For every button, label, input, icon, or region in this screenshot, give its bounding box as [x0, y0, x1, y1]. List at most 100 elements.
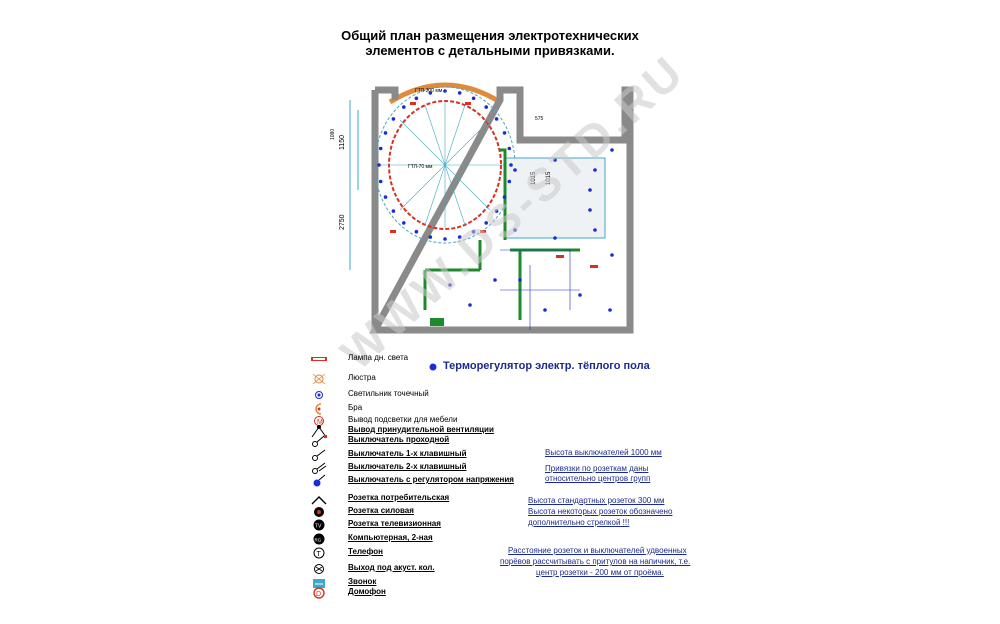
legend-label: Вывод принудительной вентиляции [348, 425, 494, 434]
wiring [500, 249, 580, 330]
spotlight [414, 229, 419, 234]
legend-label: Бра [348, 403, 363, 412]
pass-switch-icon [312, 435, 327, 447]
dim-label: 2750 [339, 214, 346, 230]
spotlight [471, 96, 476, 101]
fluorescent-lamp-icon [311, 357, 327, 361]
spotlight [428, 91, 433, 95]
floor-plan: 1150 2750 ГТЛ-70 мм ГТЛ-300 мм 1015 1015… [330, 82, 634, 334]
spotlight [509, 163, 513, 167]
spotlight [513, 168, 517, 172]
dim-label: 1015 [531, 171, 537, 185]
spotlight [493, 278, 497, 282]
spotlight [471, 229, 476, 234]
spotlight [543, 308, 547, 312]
dimmer-switch-icon [313, 474, 326, 487]
spotlight [593, 168, 597, 172]
spotlight [378, 146, 383, 151]
spotlight [402, 221, 406, 225]
spotlight [457, 91, 462, 95]
legend-label: Звонок [348, 577, 377, 586]
spotlight [484, 221, 488, 225]
note-distance-1: Расстояние розеток и выключателей удвоен… [508, 546, 687, 555]
thermo-icon [429, 363, 437, 371]
spotlight [402, 105, 406, 109]
phone-socket-icon: T [313, 547, 325, 559]
switch-1-icon [312, 449, 326, 461]
legend-label: Выключатель с регулятором напряжения [348, 475, 514, 484]
legend-label: Телефон [348, 547, 383, 556]
spotlight [610, 253, 614, 257]
svg-text:М: М [317, 419, 323, 426]
ceiling-label-top: ГТЛ-300 мм [415, 88, 443, 94]
intercom-icon: D [313, 587, 325, 599]
bell-icon [313, 579, 325, 588]
dim-label: 575 [535, 116, 544, 122]
spotlight [588, 208, 592, 212]
spotlight [507, 146, 512, 151]
spotlight [553, 158, 557, 162]
legend-label: Розетка силовая [348, 506, 414, 515]
spotlight [518, 278, 522, 282]
switch-2-icon [312, 462, 327, 474]
spotlight [507, 179, 512, 184]
spotlight [494, 117, 499, 121]
legend-label: Светильник точечный [348, 389, 429, 398]
note-socket-height-1: Высота стандартных розеток 300 мм [528, 496, 665, 505]
spotlight [610, 148, 614, 152]
ventilation-icon [311, 425, 327, 438]
note-sockets-ref-2: относительно центров групп [545, 474, 651, 483]
spotlight [608, 308, 612, 312]
legend-label: Розетка телевизионная [348, 519, 441, 528]
title-line-1: Общий план размещения электротехнических [341, 28, 639, 43]
spotlight [484, 105, 488, 109]
legend-label: Лампа дн. света [348, 353, 409, 362]
arc-wall [388, 82, 502, 105]
note-distance-3: центр розетки - 200 мм от проёма. [536, 568, 664, 577]
spotlight [553, 236, 557, 240]
spotlight [414, 96, 419, 101]
thermo-label: Терморегулятор электр. тёплого пола [443, 360, 650, 372]
red-markers [390, 102, 598, 268]
spotlight [593, 228, 597, 232]
dim-label: 1080 [330, 129, 336, 140]
spotlight-icon [315, 391, 323, 399]
chandelier-icon [312, 373, 326, 385]
spotlight [428, 235, 433, 239]
computer-socket-icon: RG [313, 533, 325, 545]
dim-label: 1150 [339, 135, 346, 150]
title-line-2: элементов с детальными привязками. [365, 43, 615, 58]
legend-label: Выключатель проходной [348, 435, 450, 444]
spotlight [443, 237, 447, 241]
spotlight [578, 293, 582, 297]
spotlight [468, 303, 472, 307]
spotlight-group [377, 89, 614, 312]
svg-text:TV: TV [315, 524, 322, 530]
outer-wall [369, 86, 634, 334]
spotlight [378, 179, 383, 184]
legend-label: Люстра [348, 373, 376, 382]
svg-text:D: D [316, 591, 321, 598]
wall-lamp-icon [315, 403, 322, 415]
spotlight [383, 131, 388, 135]
spotlight [391, 117, 396, 121]
tv-socket-icon: TV [313, 519, 325, 531]
spotlight [502, 131, 507, 135]
door-mark [430, 318, 444, 326]
spotlight [391, 209, 396, 213]
ceiling-label: ГТЛ-70 мм [408, 164, 433, 170]
svg-text:T: T [317, 551, 322, 558]
note-socket-height-3: дополнительно стрелкой !!! [528, 518, 630, 527]
legend-label: Выход под акуст. кол. [348, 563, 435, 572]
spotlight [383, 195, 388, 199]
note-switch-height: Высота выключателей 1000 мм [545, 448, 662, 457]
spotlight [443, 89, 447, 93]
page-title: Общий план размещения электротехнических… [300, 28, 680, 58]
spotlight [448, 283, 452, 287]
spotlight [502, 195, 507, 199]
legend-label: Компьютерная, 2-ная [348, 533, 433, 542]
legend-label: Выключатель 2-х клавишный [348, 462, 467, 471]
note-distance-2: порёвов рассчитывать с притулов на напич… [500, 557, 691, 566]
power-socket-icon [314, 507, 324, 517]
legend-label: Вывод подсветки для мебели [348, 415, 458, 424]
